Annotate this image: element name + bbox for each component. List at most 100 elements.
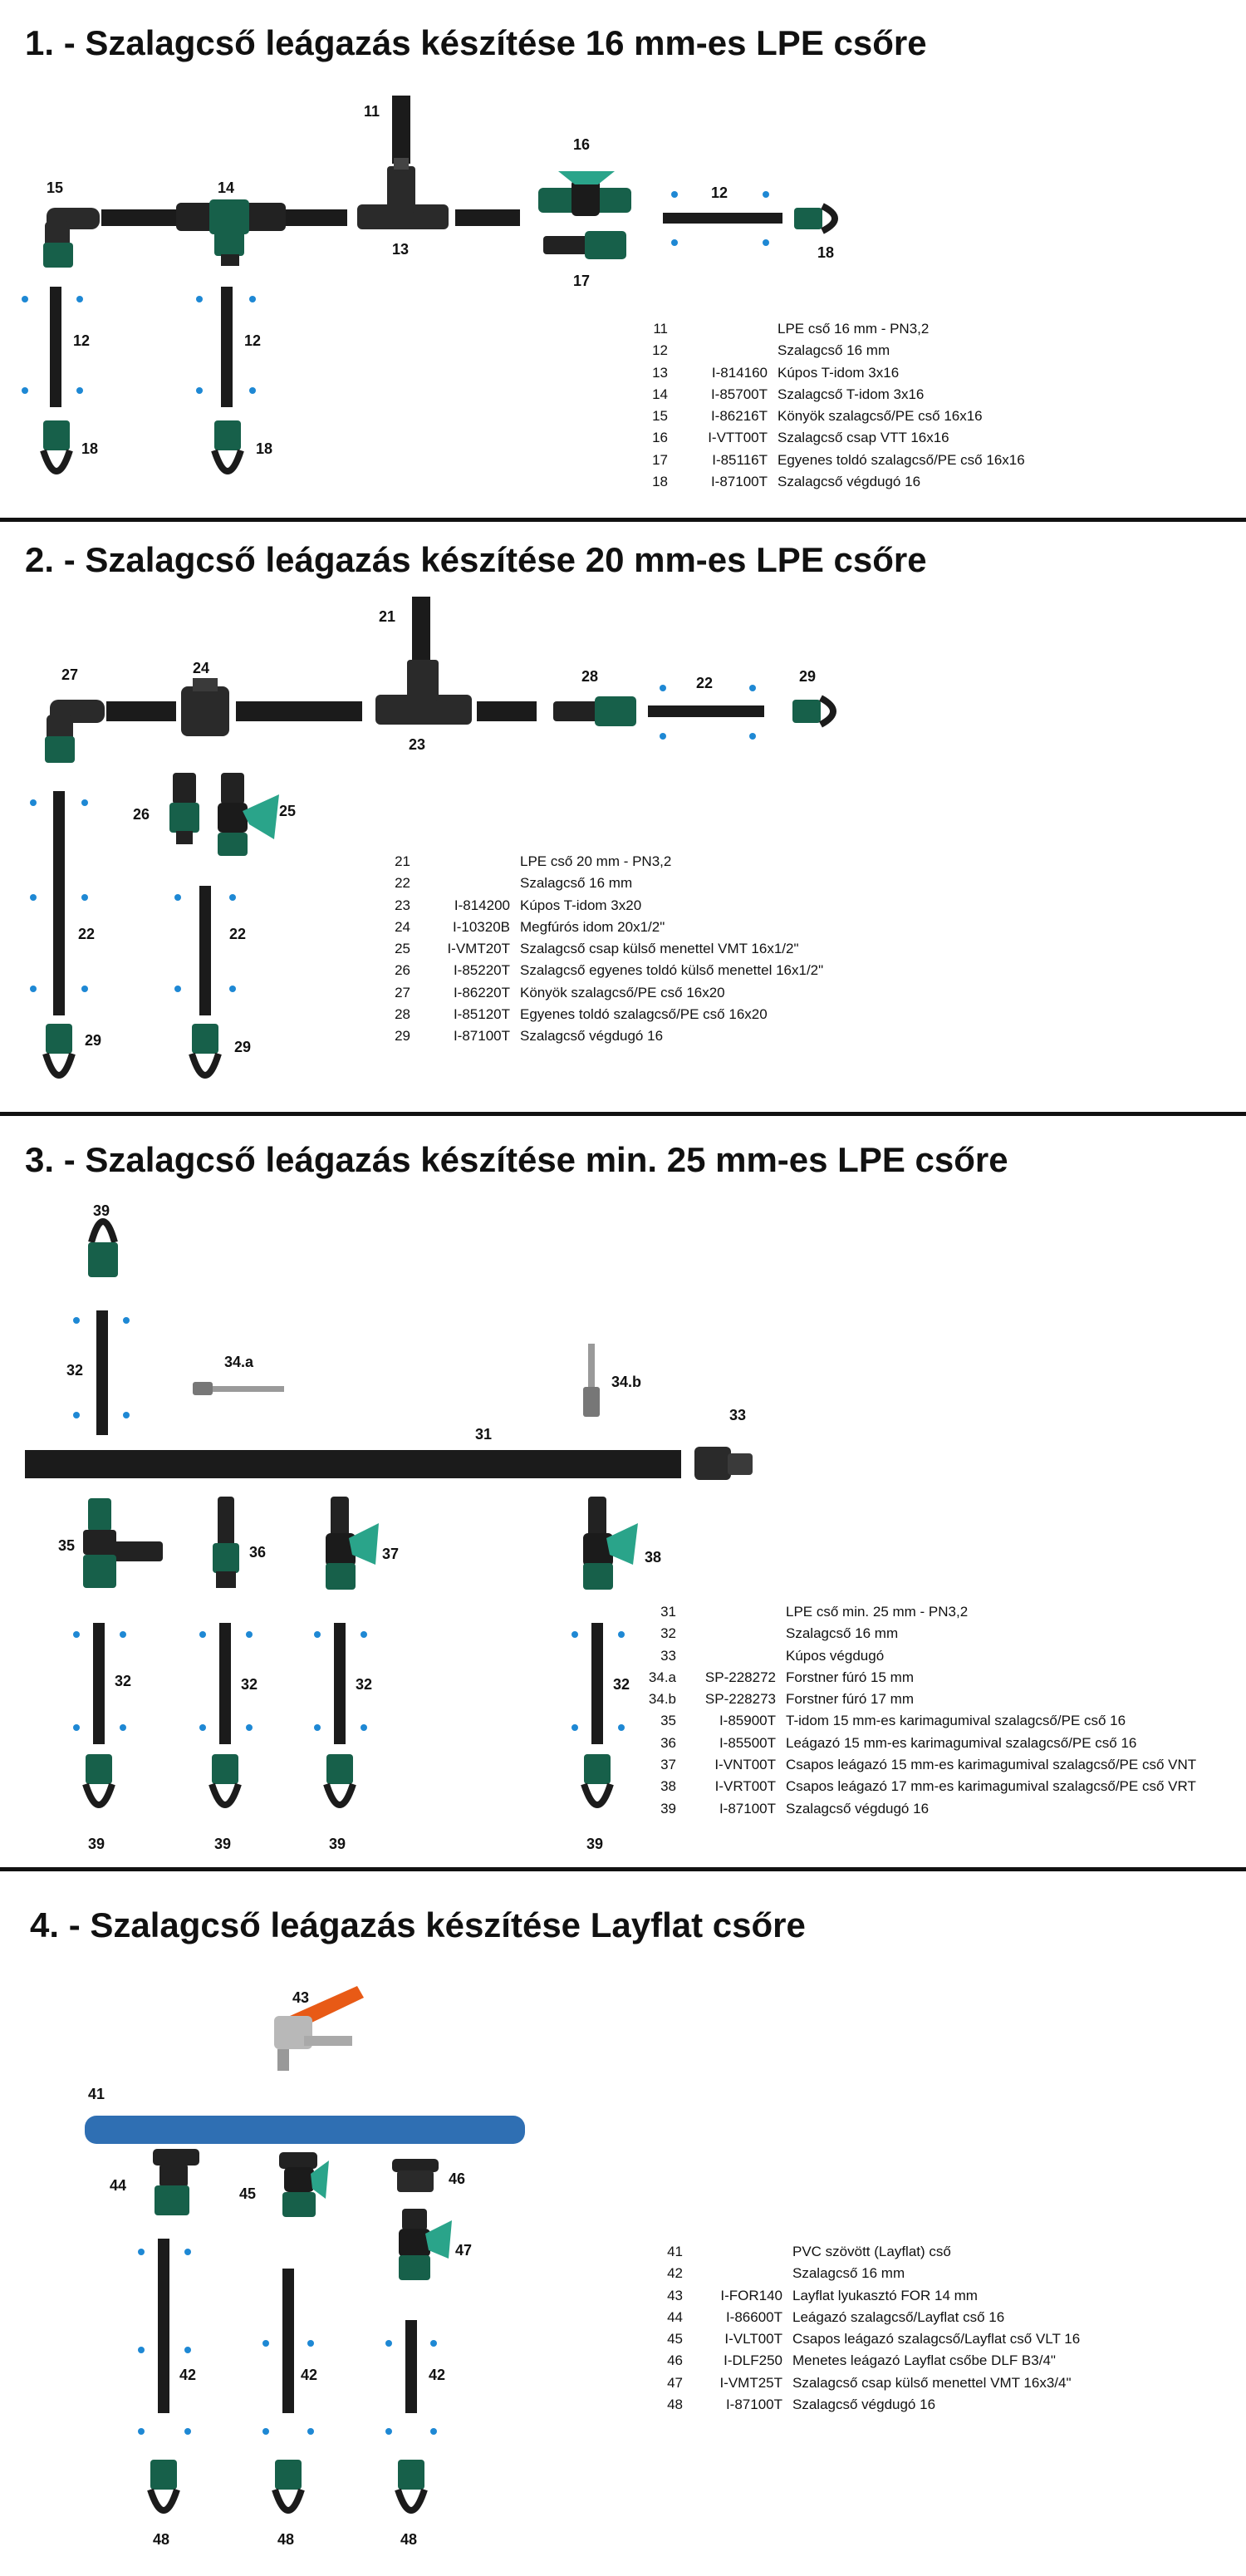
legend-code: I-VMT20T xyxy=(447,941,510,957)
legend-number: 27 xyxy=(395,984,410,1000)
legend-description: LPE cső min. 25 mm - PN3,2 xyxy=(786,1604,969,1620)
tape-tee-fitting xyxy=(176,199,286,266)
legend-description: Kúpos T-idom 3x16 xyxy=(778,364,900,381)
part-label: 42 xyxy=(179,2367,196,2383)
drip-tape xyxy=(53,791,65,1015)
end-plug xyxy=(82,1754,115,1808)
forstner-drill-17 xyxy=(583,1344,600,1417)
legend-code: I-86216T xyxy=(710,408,768,425)
cone-end-cap xyxy=(694,1447,753,1480)
valve-vtt xyxy=(538,171,631,216)
part-label: 27 xyxy=(61,666,78,683)
forstner-drill-15 xyxy=(193,1382,284,1395)
part-label: 12 xyxy=(73,332,90,349)
legend-description: Szalagcső végdugó 16 xyxy=(792,2397,936,2413)
legend-number: 32 xyxy=(660,1625,676,1642)
legend-code: I-87100T xyxy=(725,2397,782,2413)
legend-description: Csapos leágazó 15 mm-es karimagumival sz… xyxy=(786,1757,1197,1773)
pipe-parts xyxy=(30,597,836,1079)
part-label: 18 xyxy=(81,440,98,457)
part-label: 29 xyxy=(234,1039,251,1055)
part-label: 42 xyxy=(301,2367,317,2383)
part-label: 15 xyxy=(47,179,63,196)
drip-tape xyxy=(591,1623,603,1744)
legend-number: 21 xyxy=(395,853,410,869)
branch-flange-fitting xyxy=(213,1497,239,1588)
legend-description: Megfúrós idom 20x1/2" xyxy=(520,918,665,935)
elbow-fitting xyxy=(43,208,100,268)
end-plug xyxy=(189,1024,222,1079)
section-4: 4. - Szalagcső leágazás készítése Layfla… xyxy=(0,1873,1246,2576)
legend-description: Szalagcső 16 mm xyxy=(786,1625,899,1642)
valve-vrt xyxy=(583,1497,638,1590)
end-plug xyxy=(395,2460,428,2514)
legend-description: Szalagcső 16 mm xyxy=(778,342,890,359)
section-3-title: 3. - Szalagcső leágazás készítése min. 2… xyxy=(25,1140,1008,1179)
part-label: 18 xyxy=(817,244,834,261)
part-label: 32 xyxy=(241,1676,258,1693)
lpe-pipe xyxy=(101,209,181,226)
water-drops xyxy=(22,191,769,394)
part-label: 39 xyxy=(93,1202,110,1219)
part-label: 32 xyxy=(115,1673,131,1689)
legend-number: 28 xyxy=(395,1006,410,1023)
pipe-parts xyxy=(22,96,838,474)
legend-code: I-10320B xyxy=(453,918,510,935)
part-label: 11 xyxy=(364,103,380,120)
drip-tape xyxy=(221,287,233,407)
legend-description: T-idom 15 mm-es karimagumival szalagcső/… xyxy=(786,1713,1126,1729)
elbow-fitting xyxy=(45,700,105,763)
valve-vnt xyxy=(326,1497,379,1590)
straight-connector xyxy=(543,231,626,259)
legend-description: Egyenes toldó szalagcső/PE cső 16x16 xyxy=(778,451,1025,468)
legend-code: I-85116T xyxy=(712,451,768,468)
part-label: 32 xyxy=(356,1676,372,1693)
legend-description: Leágazó szalagcső/Layflat cső 16 xyxy=(792,2308,1005,2325)
legend-description: Forstner fúró 15 mm xyxy=(786,1669,914,1685)
part-labels: 43 41 44 45 46 47 42 42 42 48 48 48 xyxy=(88,1989,472,2548)
cone-tee-fitting xyxy=(357,158,449,229)
lpe-pipe xyxy=(455,209,520,226)
part-label: 41 xyxy=(88,2086,105,2102)
layflat-threaded-branch xyxy=(392,2159,439,2192)
part-label: 26 xyxy=(133,806,150,823)
legend-code: I-VTT00T xyxy=(708,430,768,446)
legend-number: 34.b xyxy=(648,1691,676,1708)
legend-code: I-85900T xyxy=(719,1713,776,1729)
drip-tape xyxy=(199,886,211,1015)
legend-code: I-814160 xyxy=(711,364,768,381)
end-plug xyxy=(42,1024,76,1079)
part-label: 38 xyxy=(645,1549,661,1566)
section-2-diagram: 21 22 23 24 25 26 27 28 29 22 22 29 29 xyxy=(30,597,836,1079)
pipe-parts xyxy=(25,1218,753,1808)
part-label: 23 xyxy=(409,736,425,753)
part-label: 39 xyxy=(214,1836,231,1852)
legend-description: Szalagcső végdugó 16 xyxy=(520,1028,664,1045)
part-label: 43 xyxy=(292,1989,309,2006)
legend-code: I-DLF250 xyxy=(724,2352,782,2369)
legend-code: I-FOR140 xyxy=(720,2287,782,2303)
part-labels: 11 12 13 14 15 16 17 18 12 12 18 18 xyxy=(47,103,834,457)
legend-number: 39 xyxy=(660,1800,676,1816)
legend-code: SP-228273 xyxy=(704,1691,776,1708)
part-label: 47 xyxy=(455,2242,472,2259)
legend-number: 26 xyxy=(395,962,410,979)
section-1-title: 1. - Szalagcső leágazás készítése 16 mm-… xyxy=(25,23,927,62)
drip-tape xyxy=(334,1623,346,1744)
legend-number: 36 xyxy=(660,1734,676,1751)
valve-vmt xyxy=(218,773,279,856)
legend-number: 38 xyxy=(660,1778,676,1795)
layflat-valve-vlt xyxy=(279,2152,329,2217)
legend-number: 43 xyxy=(667,2287,683,2303)
